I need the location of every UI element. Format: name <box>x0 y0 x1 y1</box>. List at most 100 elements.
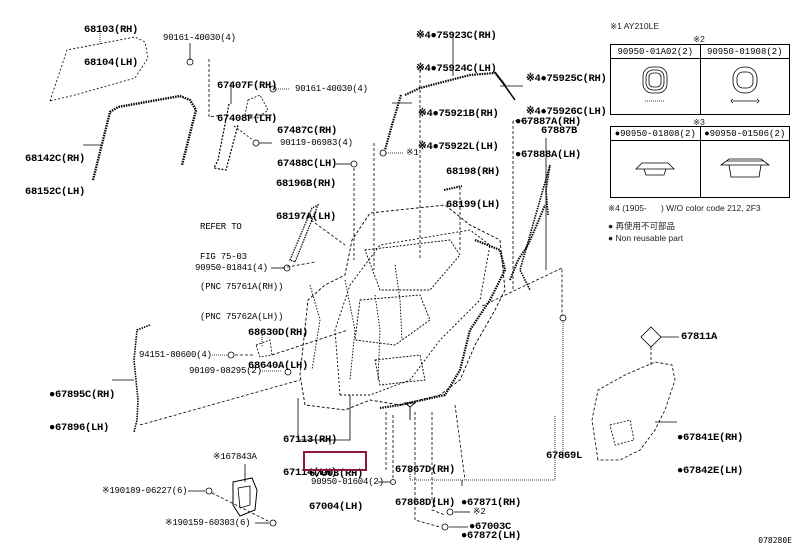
label-part-67003c[interactable]: ●67003C <box>469 521 512 533</box>
legend-table-group3: ●90950-01808(2) ●90950-01506(2) <box>610 126 790 198</box>
label-molding-front[interactable]: ※4●75921B(RH) ※4●75922L(LH) <box>418 87 499 175</box>
part-number: ●67842E(LH) <box>677 465 744 477</box>
door-molding-front <box>383 94 403 151</box>
nut-icon <box>227 351 235 359</box>
part-number: 67407F(RH) <box>217 80 278 92</box>
label-sub-167843a[interactable]: ※167843A <box>213 452 257 462</box>
part-number: 68152C(LH) <box>25 186 86 198</box>
label-nut-94151[interactable]: 94151-80600(4) <box>139 350 212 360</box>
legend-group2-title: ※2 <box>693 34 705 44</box>
legend-part[interactable]: ●90950-01506(2) <box>699 126 790 141</box>
label-molding-top[interactable]: ※4●75923C(RH) ※4●75924C(LH) <box>416 9 497 97</box>
bolt-icon <box>284 368 292 376</box>
screw-icon <box>205 487 213 495</box>
label-plug-90950-01841[interactable]: 90950-01841(4) <box>195 263 268 273</box>
part-number: ●67872(LH) <box>461 530 522 542</box>
run-channel <box>91 94 198 181</box>
part-number: 68104(LH) <box>84 57 139 69</box>
legend-part[interactable]: 90950-01908(2) <box>699 44 790 59</box>
grommet-lock-icon <box>699 58 790 115</box>
label-protector[interactable]: ●67871(RH) ●67872(LH) <box>461 476 521 549</box>
bracket <box>244 94 269 119</box>
label-division-bar[interactable]: 67407F(RH) 67408F(LH) <box>217 59 277 147</box>
plug-icon <box>283 264 291 272</box>
label-weatherstrip-side[interactable]: 67867D(RH) 67868D(LH) <box>395 443 455 531</box>
part-number: 67003(RH) <box>309 468 364 480</box>
part-number: 68142C(RH) <box>25 153 86 165</box>
part-number: 68640A(LH) <box>248 360 309 372</box>
legend-part[interactable]: 90950-01A02(2) <box>610 44 701 59</box>
part-number-highlighted: 67004(LH) <box>309 501 364 513</box>
part-number: 67488C(LH) <box>277 158 338 170</box>
label-weatherstrip[interactable]: ●67887A(RH) ●67888A(LH) <box>515 95 581 183</box>
label-hinge[interactable]: 67113(RH) 67114(LH) <box>283 413 337 501</box>
label-weatherstrip-l[interactable]: 67869L <box>546 450 583 462</box>
label-bracket[interactable]: 67487C(RH) 67488C(LH) <box>277 104 337 192</box>
label-door-panel[interactable]: 67003(RH) 67004(LH) <box>309 447 363 535</box>
window-frame-molding <box>289 203 320 263</box>
part-number: 68197A(LH) <box>276 211 337 223</box>
part-number: ●67841E(RH) <box>677 432 744 444</box>
part-number: 67867D(RH) <box>395 464 456 476</box>
part-number: 68199(LH) <box>446 199 501 211</box>
label-bolt-90109[interactable]: 90109-08295(2) <box>189 366 262 376</box>
plug-deep-icon <box>699 140 790 198</box>
clip-icon <box>379 149 387 157</box>
label-bolt-90161-b[interactable]: 90161-40030(4) <box>295 84 368 94</box>
label-refer-to[interactable]: REFER TO FIG 75-03 (PNC 75761A(RH)) (PNC… <box>200 202 283 342</box>
label-run-channel[interactable]: 68142C(RH) 68152C(LH) <box>25 132 85 220</box>
label-glass[interactable]: 68103(RH) 68104(LH) <box>84 3 138 91</box>
legend-part[interactable]: ●90950-01808(2) <box>610 126 701 141</box>
part-number: 68630D(RH) <box>248 327 309 339</box>
label-clip-note-2[interactable]: ※2 <box>473 507 486 517</box>
door-weatherstrip <box>379 238 507 410</box>
part-number: 67114(LH) <box>283 467 338 479</box>
part-number: ※4●75924C(LH) <box>416 63 497 75</box>
grommet-oval-icon <box>610 58 701 115</box>
part-number: ●67888A(LH) <box>515 149 582 161</box>
label-seal[interactable]: ●67895C(RH) ●67896(LH) <box>49 368 115 456</box>
part-number: 67487C(RH) <box>277 125 338 137</box>
label-screw-190189[interactable]: ※190189-06227(6) <box>102 486 188 496</box>
clip-icon <box>441 523 449 531</box>
selected-part-highlight <box>303 451 367 471</box>
clip-icon <box>559 314 567 322</box>
legend-non-reusable-jp: ● 再使用不可部品 <box>608 221 675 231</box>
illustration-id: 078280E <box>758 536 792 545</box>
part-number: ●67887A(RH) <box>515 116 582 128</box>
part-number: ※4●75926C(LH) <box>526 106 607 118</box>
part-number: ●67871(RH) <box>461 497 522 509</box>
label-clip-note-1[interactable]: ※1 <box>406 148 419 158</box>
clip-icon <box>446 508 454 516</box>
label-check-assy[interactable]: 68630D(RH) 68640A(LH) <box>248 306 308 394</box>
refer-line: REFER TO <box>200 222 242 232</box>
part-number: 68196B(RH) <box>276 178 337 190</box>
part-number: 68103(RH) <box>84 24 139 36</box>
service-hole-cover <box>591 361 676 461</box>
weatherstrip <box>519 164 551 291</box>
label-weatherstrip-b[interactable]: 67887B <box>541 125 578 137</box>
plug-icon <box>390 479 396 485</box>
label-service-hole-cover[interactable]: ●67841E(RH) ●67842E(LH) <box>677 411 743 499</box>
part-number: 67113(RH) <box>283 434 338 446</box>
screw-icon <box>269 519 277 527</box>
label-plug-90950-01604[interactable]: 90950-01604(2) <box>311 477 384 487</box>
refer-line: (PNC 75762A(LH)) <box>200 312 284 322</box>
part-number: 67868D(LH) <box>395 497 456 509</box>
label-check[interactable]: 68198(RH) 68199(LH) <box>446 145 500 233</box>
legend-note-1: ※1 AY210LE <box>610 21 660 31</box>
label-hinge-cover[interactable]: 68196B(RH) 68197A(LH) <box>276 157 336 245</box>
part-number: ※4●75923C(RH) <box>416 30 497 42</box>
label-pad-67811a[interactable]: 67811A <box>681 331 718 343</box>
pad-icon <box>640 326 662 348</box>
label-screw-90119[interactable]: 90119-06983(4) <box>280 138 353 148</box>
label-molding-rear[interactable]: ※4●75925C(RH) ※4●75926C(LH) <box>526 52 607 140</box>
label-bolt-90161-a[interactable]: 90161-40030(4) <box>163 33 236 43</box>
label-screw-190159[interactable]: ※190159-60303(6) <box>165 518 251 528</box>
legend-table-group2: 90950-01A02(2) 90950-01908(2) <box>610 44 790 115</box>
clip-icon <box>350 160 358 168</box>
refer-line: (PNC 75761A(RH)) <box>200 282 284 292</box>
refer-line: FIG 75-03 <box>200 252 247 262</box>
